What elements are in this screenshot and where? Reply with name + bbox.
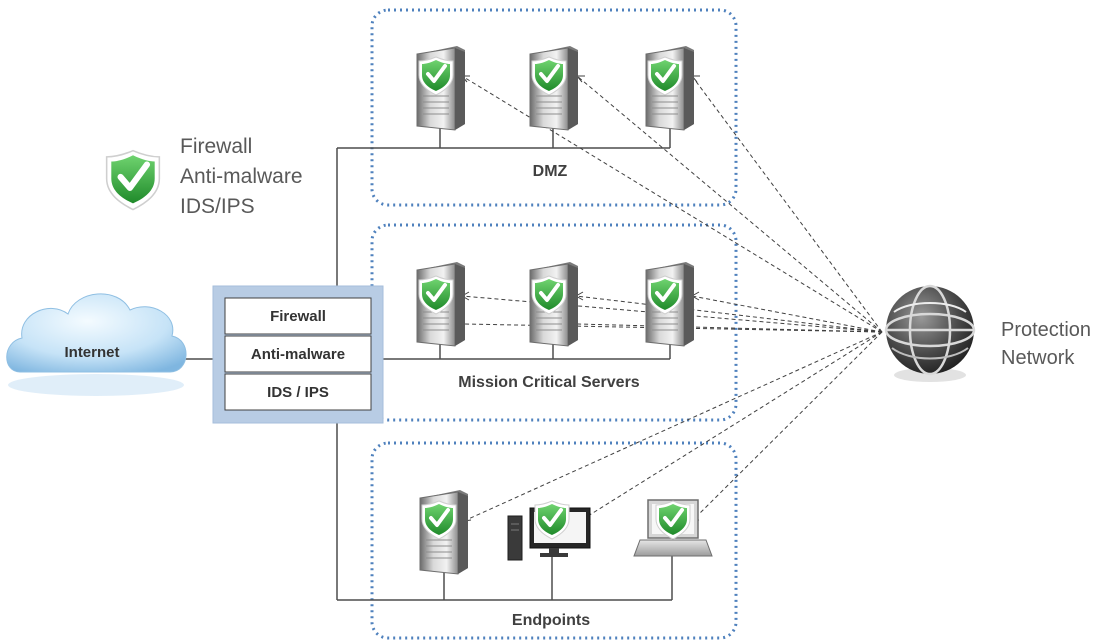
firewall-stack-row-anti-malware: Anti-malware xyxy=(251,346,345,363)
protection-network-globe-icon xyxy=(884,284,976,382)
mission-critical-label: Mission Critical Servers xyxy=(458,374,640,391)
protection-network-line-2: Network xyxy=(1001,347,1075,369)
firewall-stack-row-ids-ips: IDS / IPS xyxy=(267,384,329,401)
firewall-stack-row-firewall: Firewall xyxy=(270,308,326,325)
legend-line-2: Anti-malware xyxy=(180,165,303,188)
legend-line-3: IDS/IPS xyxy=(180,195,255,218)
internet-cloud-icon xyxy=(6,293,187,396)
dmz-zone-border xyxy=(370,8,738,207)
firewall-stack xyxy=(212,285,384,424)
svg-text:Firewall Anti-malware: Firewall Anti-malware IDS/IPS xyxy=(180,135,308,218)
legend-shield-icon xyxy=(107,151,160,210)
endpoints-label: Endpoints xyxy=(512,612,590,629)
endpoints-zone-border xyxy=(370,441,738,640)
dmz-label: DMZ xyxy=(533,163,568,180)
legend-line-1: Firewall xyxy=(180,135,252,158)
protection-network-line-1: Protection xyxy=(1001,319,1091,341)
svg-text:Protection Network: Protection Network xyxy=(1001,319,1097,369)
mission-critical-zone-border xyxy=(370,223,738,422)
internet-label: Internet xyxy=(64,344,119,361)
